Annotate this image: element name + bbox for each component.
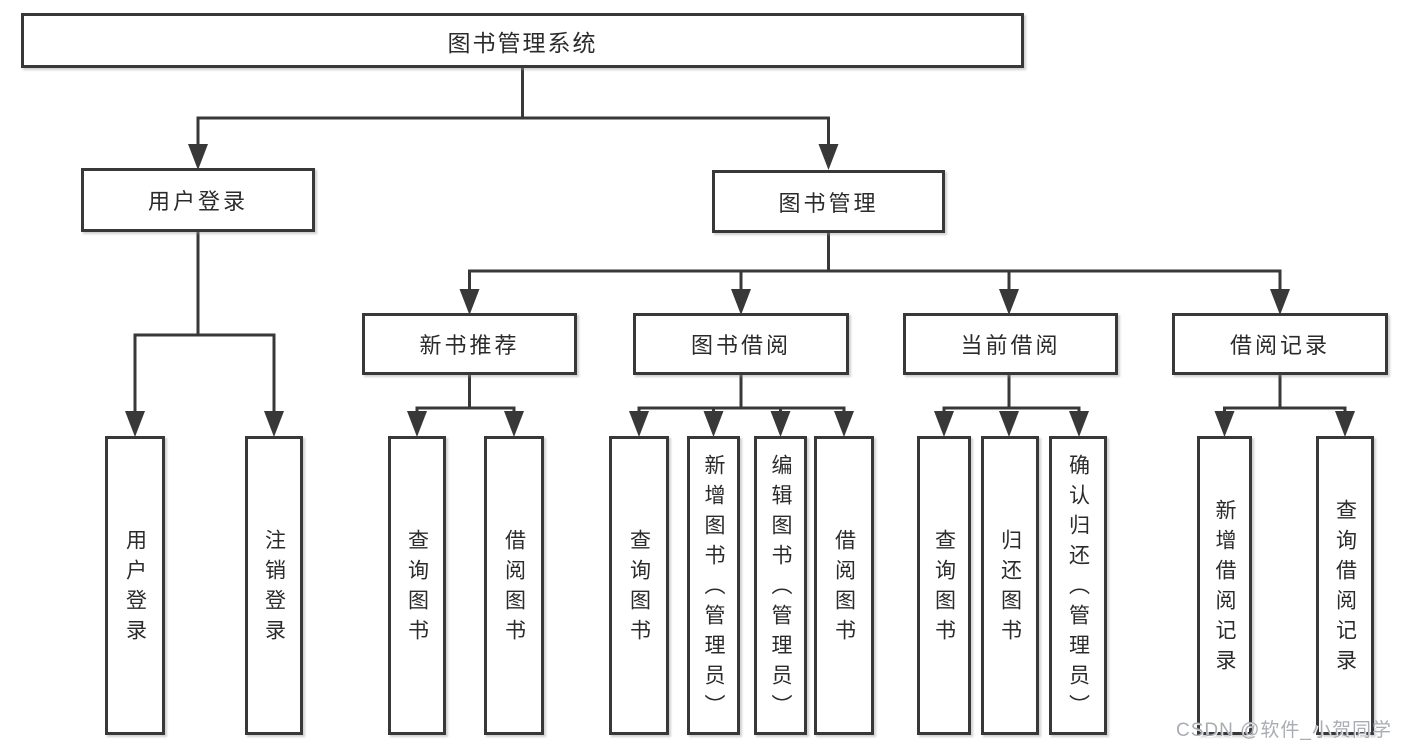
arrowhead — [703, 411, 724, 437]
node-book-borrow: 图书借阅 — [633, 313, 849, 375]
connector-root-to-level2 — [188, 66, 839, 170]
connector-borrow-records-to-leaves — [1214, 373, 1355, 437]
node-book-management: 图书管理 — [712, 170, 945, 233]
leaf-query-book-recommend: 查询图书 — [388, 436, 446, 735]
leaf-query-book-borrow: 查询图书 — [609, 436, 669, 735]
node-new-book-recommend: 新书推荐 — [362, 313, 577, 375]
arrowhead — [770, 411, 791, 437]
arrowhead — [731, 289, 751, 315]
arrowhead — [459, 289, 480, 315]
connector-book-management-to-level3 — [459, 231, 1290, 315]
arrowhead — [407, 411, 427, 437]
arrowhead — [504, 411, 524, 437]
leaf-return-book: 归还图书 — [981, 436, 1039, 735]
leaf-borrow-book-recommend: 借阅图书 — [484, 436, 544, 735]
arrowhead — [999, 411, 1019, 437]
arrowhead — [125, 411, 145, 437]
arrowhead — [999, 289, 1019, 315]
arrowhead — [1270, 289, 1290, 315]
connector-current-borrow-to-leaves — [934, 373, 1089, 437]
leaf-confirm-return-admin: 确认归还（管理员） — [1049, 436, 1107, 735]
leaf-query-book-current: 查询图书 — [917, 436, 971, 735]
arrowhead — [1214, 411, 1235, 437]
arrowhead — [934, 411, 954, 437]
node-user-login: 用户登录 — [81, 168, 315, 232]
connector-book-borrow-to-leaves — [629, 373, 854, 437]
arrowhead — [1335, 411, 1355, 437]
arrowhead — [834, 411, 854, 437]
arrowhead — [264, 411, 284, 437]
leaf-logout: 注销登录 — [245, 436, 303, 735]
leaf-add-borrow-record: 新增借阅记录 — [1197, 436, 1252, 735]
leaf-user-login: 用户登录 — [105, 436, 165, 735]
leaf-borrow-book: 借阅图书 — [814, 436, 874, 735]
node-current-borrow: 当前借阅 — [903, 313, 1118, 375]
leaf-add-book-admin: 新增图书（管理员） — [687, 436, 740, 735]
leaf-edit-book-admin: 编辑图书（管理员） — [754, 436, 807, 735]
connector-new-book-to-leaves — [407, 373, 524, 437]
node-library-management-system: 图书管理系统 — [21, 13, 1024, 68]
csdn-watermark: CSDN @软件_小贺同学 — [1176, 720, 1392, 741]
arrowhead — [188, 144, 208, 170]
leaf-query-borrow-record: 查询借阅记录 — [1316, 436, 1374, 735]
arrowhead — [629, 411, 649, 437]
arrowhead — [818, 144, 839, 170]
node-borrow-records: 借阅记录 — [1172, 313, 1388, 375]
connector-user-login-to-leaves — [125, 230, 284, 437]
arrowhead — [1069, 411, 1089, 437]
